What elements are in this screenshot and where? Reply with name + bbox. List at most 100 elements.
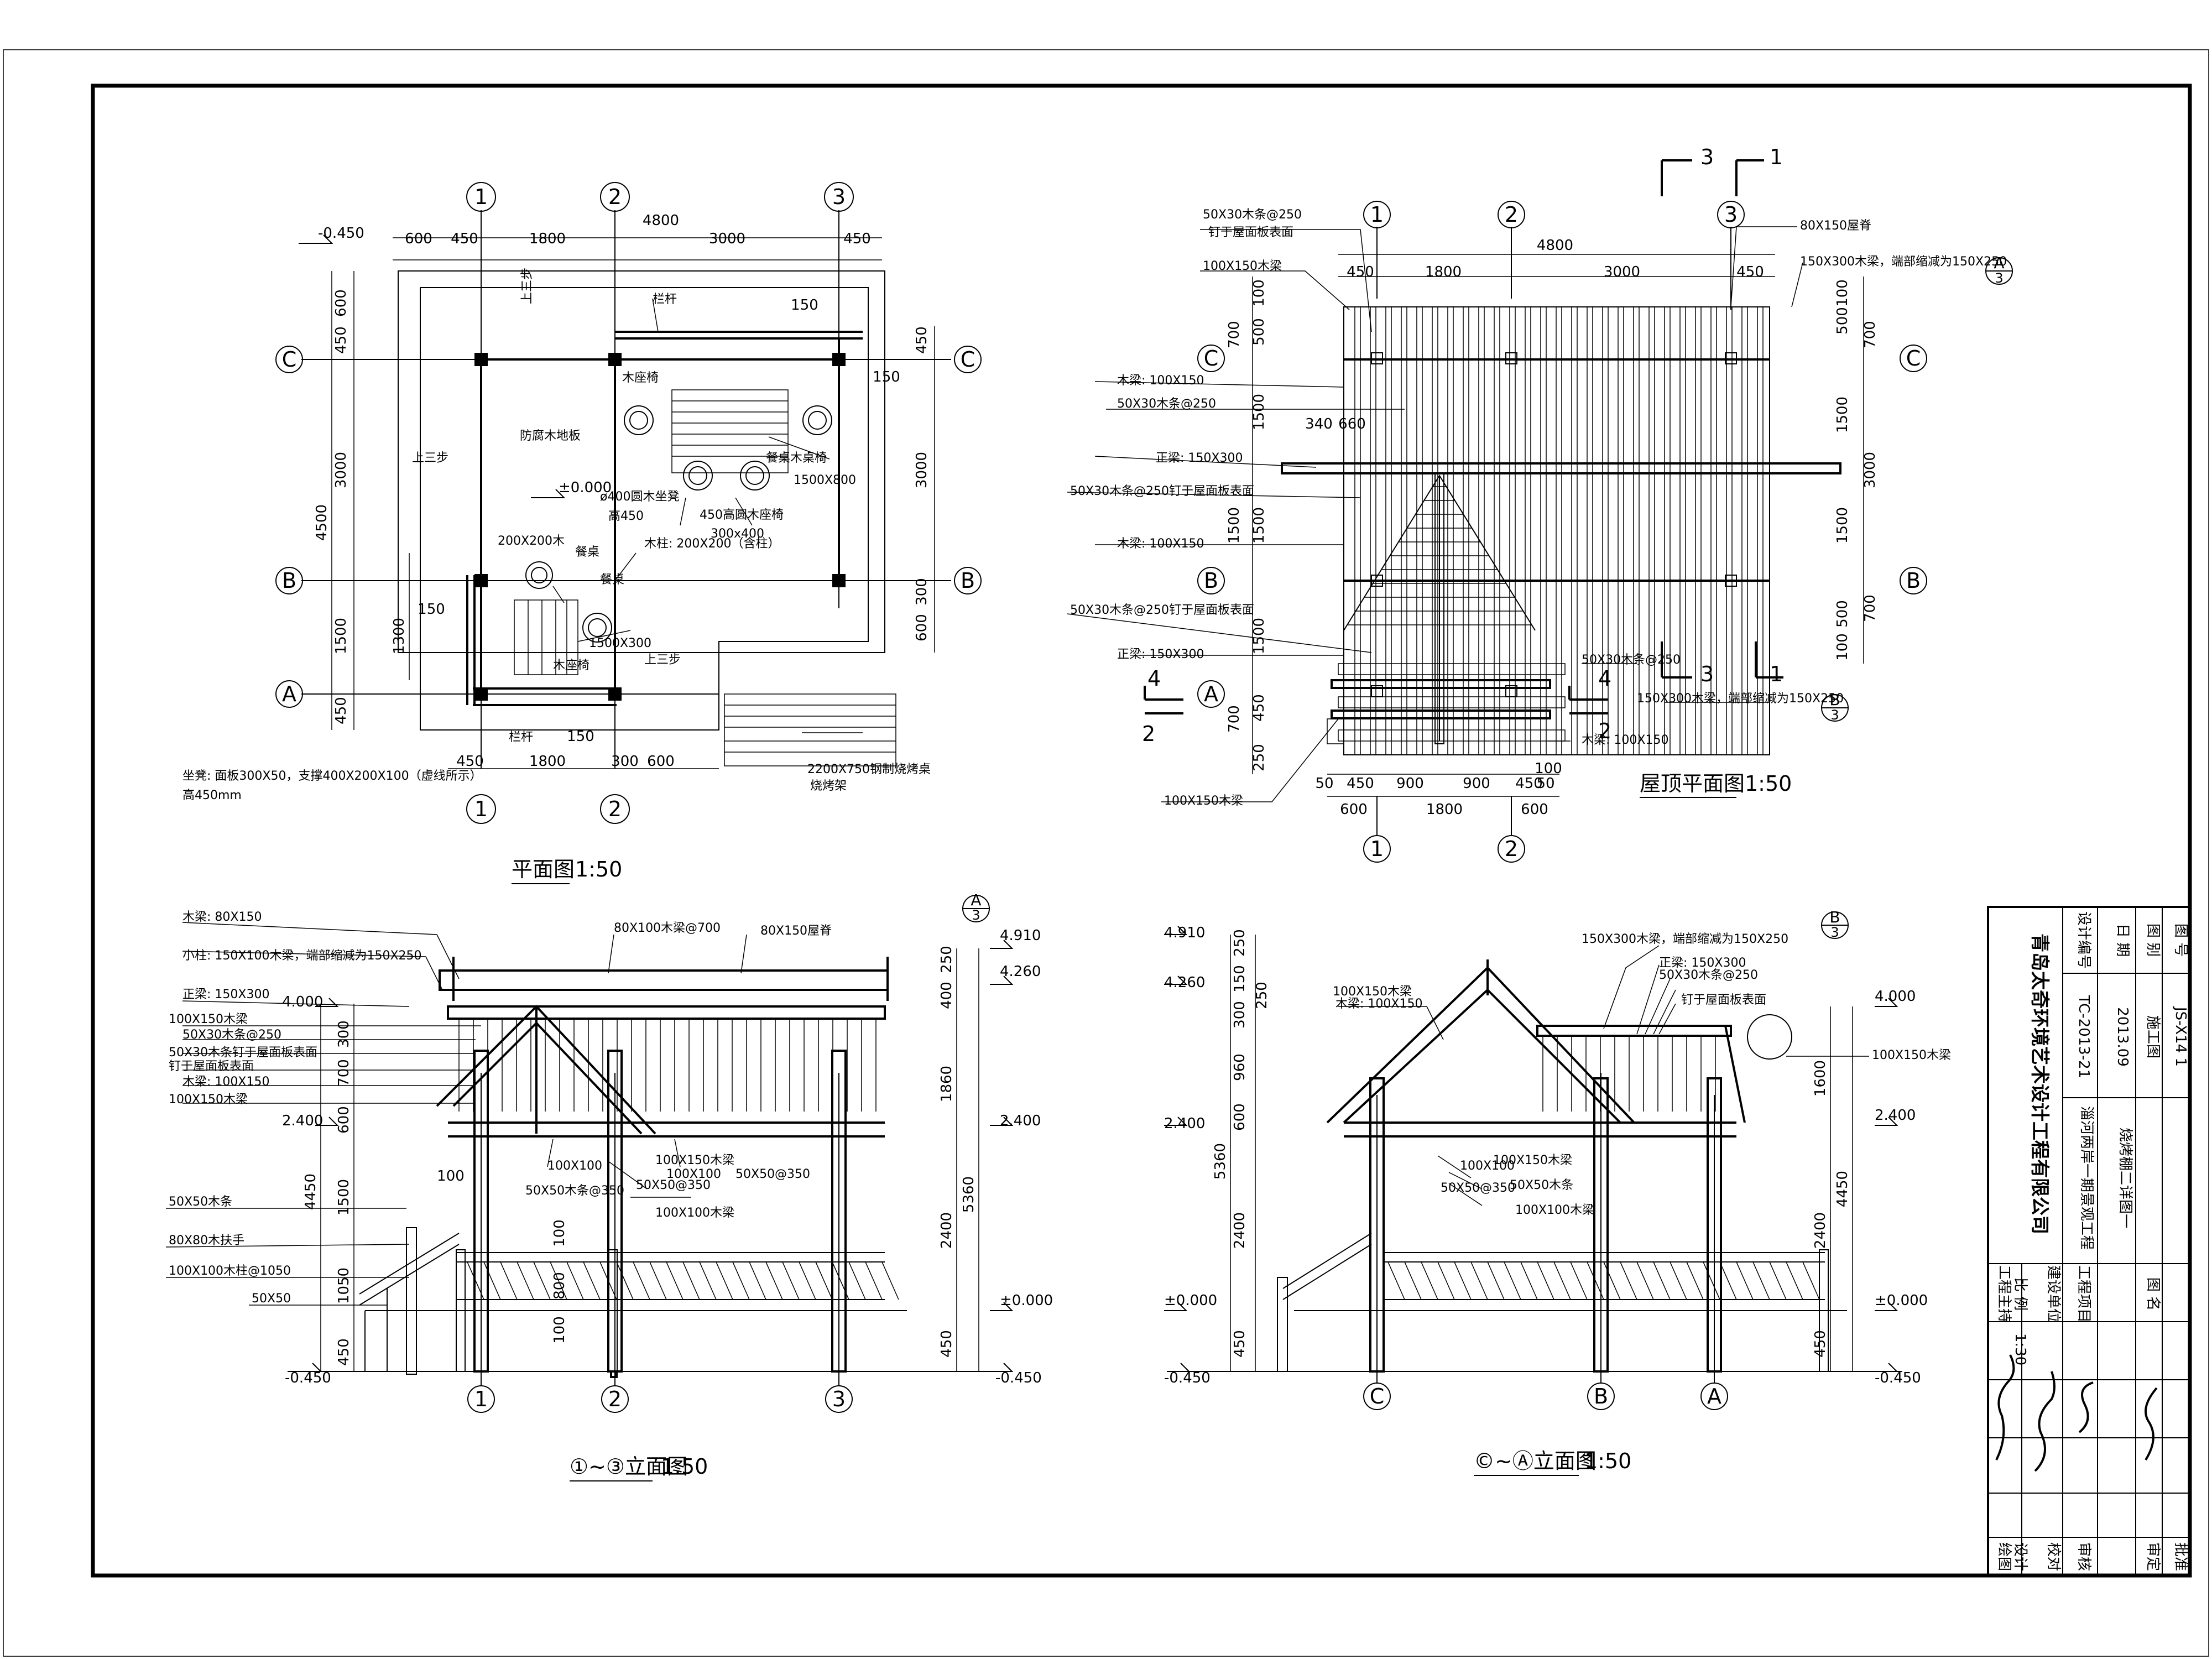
e13-axis-3: 3 (832, 1387, 846, 1411)
eca-dim-l-5: 960 (1232, 1053, 1248, 1081)
rail-brace (1570, 1261, 1588, 1300)
tb-mid-3: 建设单位 (2045, 1265, 2062, 1323)
tb-drawing-name: 烧烤棚二详图一 (2117, 1128, 2133, 1228)
eca-axis-a: A (1707, 1384, 1721, 1408)
e13-label-m5: 50X50木条@350 (525, 1184, 624, 1198)
e13-dim-l-6: 1050 (336, 1267, 352, 1304)
tb-row-3: 校对 (2045, 1542, 2062, 1571)
e13-label-l7: 钉于屋面板表面 (169, 1060, 254, 1073)
rail-brace (1703, 1261, 1720, 1300)
e13-dim-l-7: 450 (336, 1338, 352, 1366)
roof-cut-3b: 3 (1700, 662, 1714, 686)
rail-brace (765, 1261, 783, 1300)
e13-level-m: -0.450 (285, 1370, 331, 1386)
roof-dim-bot-1: 50 (1315, 775, 1333, 792)
roof-dim-right-3: 700 (1862, 321, 1879, 348)
e13-dim-m-1: 100 (551, 1219, 568, 1247)
rail-brace (881, 1261, 899, 1300)
roof-label-r4: 150X300木梁，端部缩减为150X250 (1637, 692, 1844, 706)
rail-brace (666, 1261, 684, 1300)
tb-meta-key-1: 设计编号 (2075, 911, 2092, 969)
rail-brace (550, 1261, 567, 1300)
plan-view (275, 182, 982, 824)
roof-dim-right-4: 1500 (1834, 397, 1851, 433)
plan-dim-overall: 4800 (643, 212, 679, 229)
e13-dim-l-4: 1500 (336, 1179, 352, 1215)
plan-label-up-steps2: 上三步 (412, 451, 448, 465)
plan-label-1500x800: 1500X800 (794, 473, 856, 487)
tb-mid-1: 工程主持 (1996, 1265, 2012, 1323)
rail-brace (533, 1261, 551, 1300)
eca-label-t4: 钉于屋面板表面 (1681, 993, 1766, 1007)
plan-dim-top-5: 450 (843, 231, 871, 247)
e13-dim-m-2: 800 (551, 1272, 568, 1300)
e13-scale: 1:50 (661, 1454, 708, 1479)
roof-dim-bot-3: 900 (1396, 775, 1424, 792)
eca-dim-l-6: 600 (1232, 1103, 1248, 1131)
plan-label-round-bench: 450高圆木座椅 (700, 508, 784, 522)
plan-label-wood-bench2: 木座椅 (553, 659, 589, 672)
plan-axis-b-r: B (961, 568, 975, 593)
e13-label-l1: 木梁: 80X150 (182, 910, 262, 924)
roof-label-l7: 木梁: 100X150 (1117, 537, 1204, 551)
rail-brace (1620, 1261, 1637, 1300)
e13-label-m7: 100X100木梁 (655, 1206, 734, 1220)
plan-axis-c: C (282, 347, 297, 372)
rail-brace (1470, 1261, 1488, 1300)
roof-label-r2: 150X300木梁，端部缩减为150X250 (1800, 255, 2007, 269)
e13-level-2400-r: 2.400 (1000, 1113, 1041, 1129)
roof-dim-left-2: 500 (1251, 318, 1267, 346)
plan-dim-150b: 150 (873, 369, 900, 385)
roof-title: 屋顶平面图 (1640, 771, 1745, 796)
eca-dim-l-7: 5360 (1212, 1143, 1229, 1180)
e13-label-m3: 100X100 (666, 1167, 721, 1181)
rail-brace (1653, 1261, 1671, 1300)
tb-row-5: 审定 (2145, 1542, 2161, 1571)
roof-axis-b: B (1204, 568, 1218, 593)
eca-label-t5: 100X150木梁 (1333, 985, 1412, 999)
roof-label-l5: 正梁: 150X300 (1156, 451, 1243, 465)
rail-brace (583, 1261, 601, 1300)
plan-dim-1300: 1300 (391, 618, 408, 654)
rail-brace (1421, 1261, 1438, 1300)
eca-axis-c: C (1370, 1384, 1385, 1408)
e13-level-4260: 4.260 (1000, 963, 1041, 980)
e13-axis-2: 2 (608, 1387, 622, 1411)
roof-axis-2: 2 (1505, 202, 1518, 227)
e13-level-2400: 2.400 (282, 1113, 323, 1129)
rail-brace (1670, 1261, 1687, 1300)
rail-brace (566, 1261, 584, 1300)
eca-dim-r-4: 450 (1812, 1330, 1829, 1358)
tb-meta-val-1: TC-2013-21 (2075, 995, 2092, 1079)
plan-label-round-bench-size: 300x400 (711, 527, 764, 541)
e13-level-4000: 4.000 (282, 994, 323, 1010)
rail-brace (1487, 1261, 1505, 1300)
eca-label-r1: 100X150木梁 (1872, 1048, 1951, 1062)
roof-label-r3: 50X30木条@250 (1582, 653, 1681, 667)
e13-label-m1: 100X100 (547, 1159, 602, 1173)
plan-label-steel-bench: 2200X750钢制烧烤桌 (807, 763, 931, 776)
rail-brace (517, 1261, 534, 1300)
tb-row-2: 设计 (2012, 1542, 2028, 1571)
plan-dim-left-1: 600 (333, 289, 349, 317)
plan-dim-left-3: 3000 (333, 452, 349, 488)
eca-label-m2: 100X150木梁 (1493, 1154, 1572, 1167)
rail-brace (1387, 1261, 1405, 1300)
plan-axis-1: 1 (474, 185, 488, 209)
roof-cut-2: 2 (1142, 722, 1155, 746)
roof-label-r1: 80X150屋脊 (1800, 219, 1871, 233)
e13-level-4910: 4.910 (1000, 927, 1041, 944)
roof-dim-right-8: 500 (1834, 600, 1851, 628)
plan-level-0: ±0.000 (559, 479, 612, 496)
roof-dim-right-6: 1500 (1834, 507, 1851, 544)
roof-label-l10: 100X150木梁 (1164, 794, 1243, 808)
eca-dim-l-2: 150 (1232, 965, 1248, 993)
roof-axis-b-r: B (1906, 568, 1921, 593)
plan-dim-left-5: 450 (333, 697, 349, 724)
roof-dim-left-5: 1500 (1251, 507, 1267, 544)
tb-meta-val-4: JS-X14 1 (2172, 1006, 2189, 1067)
plan-dim-bot-1: 450 (456, 753, 484, 770)
eca-dim-l-3: 250 (1254, 982, 1270, 1009)
eca-label-t3: 50X30木条@250 (1659, 968, 1758, 982)
e13-label-l3: 正梁: 150X300 (182, 988, 269, 1001)
